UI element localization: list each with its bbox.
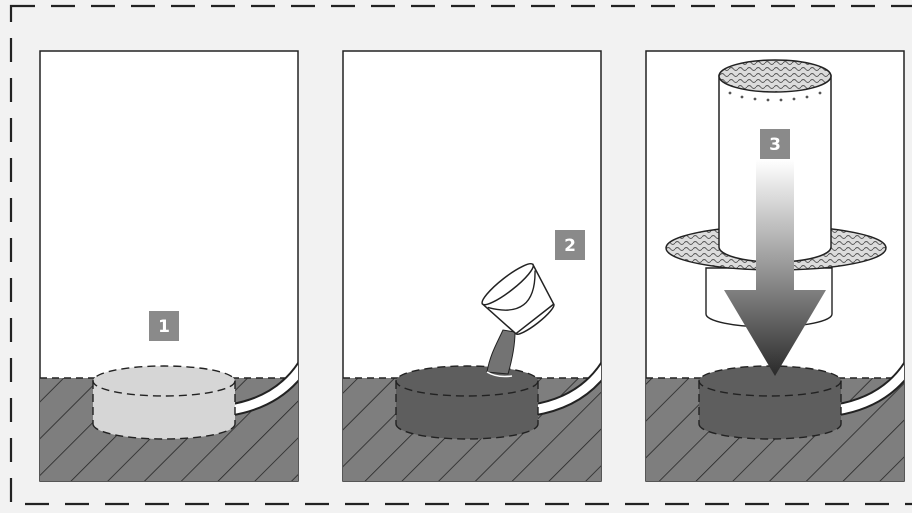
step-2-badge: 2: [555, 230, 585, 260]
step-3-panel: 3: [645, 50, 905, 482]
step-2-panel: 2: [342, 50, 602, 482]
step-1-panel: 1: [39, 50, 299, 482]
step-1-number: 1: [158, 317, 170, 337]
dashed-frame: [9, 4, 912, 506]
step-2-number: 2: [564, 236, 576, 256]
step-1-badge: 1: [149, 311, 179, 341]
empty-pad: [92, 365, 236, 440]
down-arrow-icon: [724, 160, 826, 376]
step-3-badge: 3: [760, 129, 790, 159]
bucket-icon: [481, 263, 555, 335]
filled-pad: [698, 365, 842, 440]
filled-pad: [395, 365, 539, 440]
step-3-number: 3: [769, 135, 781, 155]
pour-stream: [486, 329, 516, 375]
